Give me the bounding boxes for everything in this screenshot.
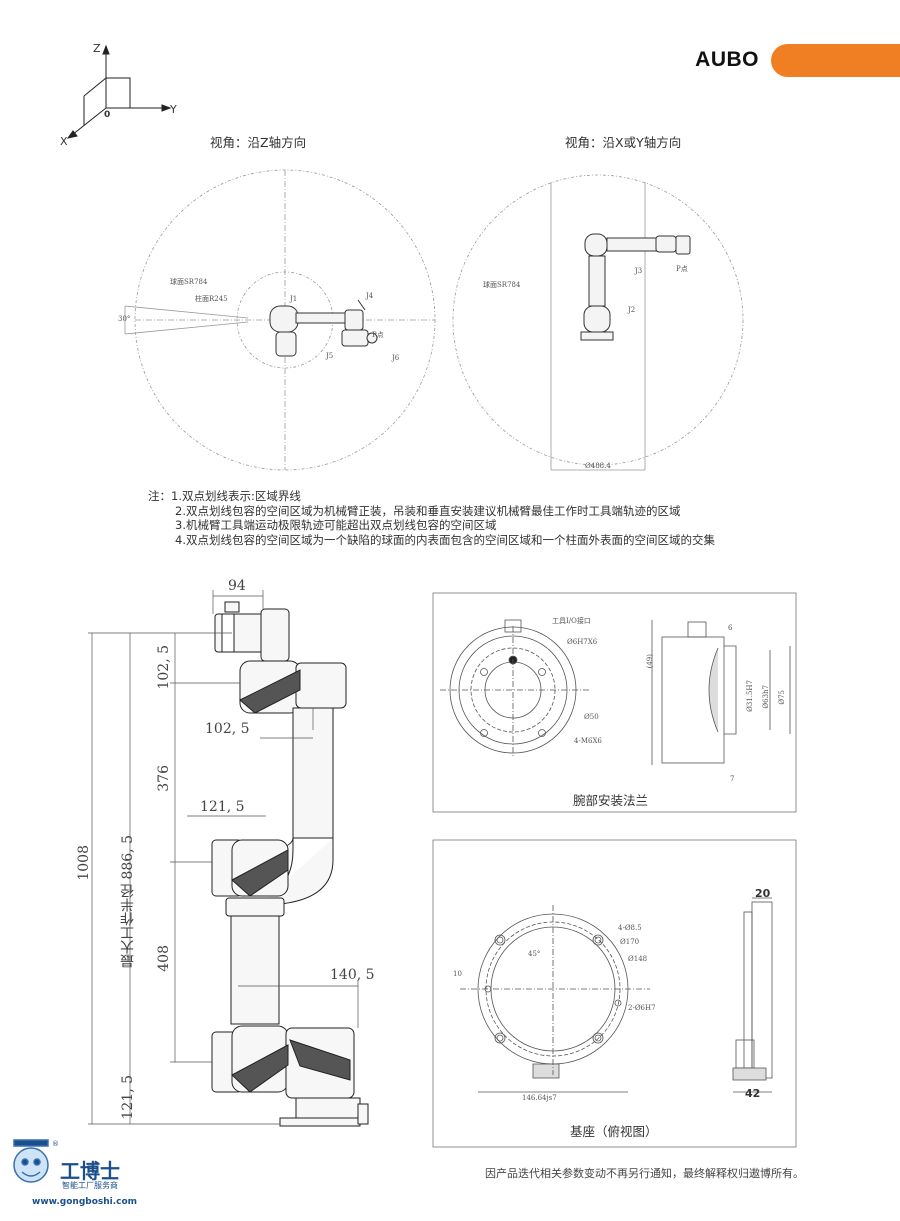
wf-bolts-label: 4-M6X6	[574, 737, 602, 745]
dim-d5: 408	[156, 945, 172, 972]
wf-pin-label: Ø6H7X6	[567, 638, 598, 646]
axis-z-label: Z	[93, 42, 101, 55]
left-sphere-label: 球面SR784	[170, 278, 208, 286]
wf-w6-label: 6	[728, 624, 733, 632]
brand-accent-bar	[771, 44, 900, 77]
dim-d7: 121, 5	[120, 1075, 136, 1120]
dim-total: 1008	[76, 845, 92, 881]
note-3: 3.机械臂工具端运动极限轨迹可能超出双点划线包容的空间区域	[175, 518, 497, 533]
left-j5-label: J5	[326, 352, 334, 360]
left-cylinder-label: 柱面R245	[195, 295, 228, 303]
base-box	[432, 839, 797, 1148]
base-w20-label: 20	[755, 887, 771, 900]
wf-d63-label: Ø63h7	[762, 685, 770, 709]
dim-d2: 102, 5	[205, 721, 250, 737]
watermark-name: 工博士	[60, 1159, 120, 1183]
right-arm-sideview	[580, 233, 691, 341]
axis-y-label: Y	[170, 103, 177, 116]
dim-reach: 最大工作半径 886, 5	[120, 835, 136, 968]
right-diameter-label: Ø488.4	[585, 462, 611, 470]
base-holes-label: 4-Ø8.5	[618, 924, 642, 932]
wrist-flange-box	[432, 592, 797, 813]
wf-l7-label: 7	[730, 775, 735, 783]
axis-icon	[66, 44, 172, 139]
right-p-label: P点	[676, 265, 688, 273]
mascot-logo	[13, 1139, 49, 1183]
dim-d6: 140, 5	[330, 967, 375, 983]
left-arm-topview	[269, 299, 378, 357]
axis-x-label: X	[60, 135, 68, 148]
note-2: 2.双点划线包容的空间区域为机械臂正装，吊装和垂直安装建议机械臂最佳工作时工具端…	[175, 503, 681, 518]
right-j3-label: J3	[635, 267, 643, 275]
dim-d1: 102, 5	[156, 645, 172, 690]
left-view-caption: 视角：沿Z轴方向	[210, 135, 307, 150]
note-4: 4.双点划线包容的空间区域为一个缺陷的球面的内表面包含的空间区域和一个柱面外表面…	[175, 532, 715, 547]
left-j1-label: J1	[290, 295, 298, 303]
main-arm-drawing	[211, 601, 369, 1127]
left-p-label: P点	[372, 331, 384, 339]
base-angle-label: 45°	[528, 950, 541, 958]
left-j6-label: J6	[392, 354, 400, 362]
base-d148-label: Ø148	[628, 955, 648, 963]
brand-name: AUBO	[695, 48, 759, 71]
notes-block: 注：1.双点划线表示:区域界线 2.双点划线包容的空间区域为机械臂正装，吊装和垂…	[148, 489, 715, 547]
base-w42-label: 42	[745, 1087, 761, 1100]
base-d146-label: 146.64js7	[522, 1094, 557, 1102]
base-caption: 基座（俯视图）	[570, 1124, 658, 1139]
dim-d3: 376	[156, 765, 172, 792]
arm-dimension-lines	[88, 590, 359, 1125]
dim-top-width: 94	[228, 578, 246, 594]
wf-h49-label: (49)	[646, 654, 654, 669]
left-j4-label: J4	[366, 292, 374, 300]
watermark-reg: ®	[52, 1140, 59, 1148]
right-j2-label: J2	[628, 306, 636, 314]
wf-d50-label: Ø50	[584, 713, 599, 721]
wf-io-label: 工具I/O接口	[552, 617, 591, 625]
wf-d75-label: Ø75	[778, 690, 786, 705]
note-1: 注：1.双点划线表示:区域界线	[148, 489, 301, 503]
right-view-caption: 视角：沿X或Y轴方向	[565, 135, 682, 150]
watermark-subtitle: 智能工厂服务商	[62, 1181, 118, 1190]
base-ten-label: 10	[453, 970, 462, 978]
base-d170-label: Ø170	[620, 938, 640, 946]
right-sphere-label: 球面SR784	[483, 281, 521, 289]
wf-d31-label: Ø31.5H7	[746, 680, 754, 712]
watermark-url: www.gongboshi.com	[32, 1197, 138, 1207]
axis-origin-label: 0	[104, 110, 111, 120]
footer-disclaimer: 因产品迭代相关参数变动不再另行通知，最终解释权归遨博所有。	[485, 1167, 804, 1180]
right-workspace-view	[452, 174, 744, 471]
base-pins-label: 2-Ø6H7	[628, 1004, 656, 1012]
dim-d4: 121, 5	[200, 799, 245, 815]
wrist-flange-caption: 腕部安装法兰	[573, 793, 649, 808]
left-angle-label: 30°	[118, 315, 131, 323]
